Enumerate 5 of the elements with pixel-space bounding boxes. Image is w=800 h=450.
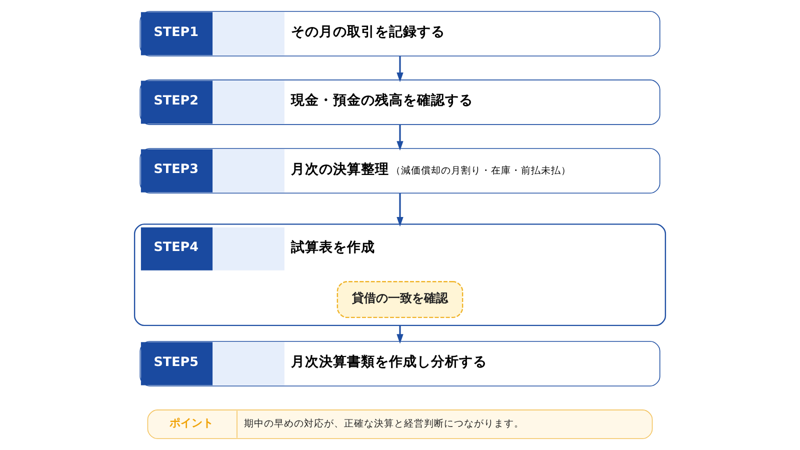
- arrow: [396, 193, 404, 227]
- arrow: [396, 56, 404, 82]
- node-box: 貸借の一致を確認: [336, 281, 464, 318]
- arrow: [396, 325, 404, 344]
- arrow: [396, 124, 404, 151]
